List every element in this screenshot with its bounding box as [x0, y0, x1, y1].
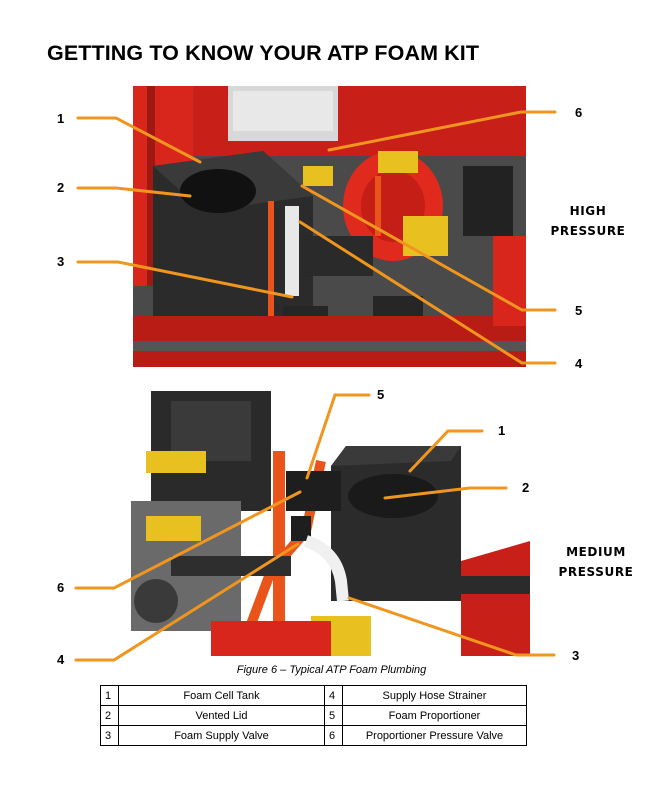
medium-pressure-label-line-2: PRESSURE: [558, 565, 634, 579]
callout-line-5-high: [300, 184, 557, 312]
medium-pressure-label-line-1: MEDIUM: [566, 545, 626, 559]
part-name: Foam Supply Valve: [118, 725, 325, 746]
high-pressure-label: HIGH PRESSURE: [538, 201, 638, 241]
table-row: 2 Vented Lid 5 Foam Proportioner: [100, 705, 527, 726]
callout-number-2-medium: 2: [522, 480, 530, 495]
part-name: Supply Hose Strainer: [342, 685, 527, 706]
callout-number-1-medium: 1: [498, 423, 506, 438]
parts-table: 1 Foam Cell Tank 4 Supply Hose Strainer …: [100, 685, 527, 746]
high-pressure-label-line-1: HIGH: [569, 204, 607, 218]
table-row: 3 Foam Supply Valve 6 Proportioner Press…: [100, 725, 527, 746]
figure-caption: Figure 6 – Typical ATP Foam Plumbing: [236, 664, 427, 676]
callout-line-2-medium: [383, 486, 508, 500]
part-number: 1: [100, 685, 119, 706]
part-name: Vented Lid: [118, 705, 325, 726]
callout-line-1-high: [76, 116, 202, 164]
callout-line-5-medium: [305, 393, 371, 480]
callout-line-3-high: [76, 260, 294, 299]
callout-number-3-medium: 3: [572, 648, 580, 663]
high-pressure-photo: [133, 86, 526, 367]
callout-number-4-medium: 4: [57, 652, 65, 667]
part-number: 2: [100, 705, 119, 726]
part-name: Proportioner Pressure Valve: [342, 725, 527, 746]
callout-number-5-high: 5: [575, 303, 583, 318]
callout-number-1-high: 1: [57, 111, 65, 126]
medium-pressure-photo: [131, 391, 530, 656]
callout-number-5-medium: 5: [377, 387, 385, 402]
callout-line-1-medium: [408, 429, 484, 473]
part-number: 6: [324, 725, 343, 746]
callout-line-6-medium: [74, 490, 302, 590]
page-title: GETTING TO KNOW YOUR ATP FOAM KIT: [47, 41, 480, 65]
part-name: Foam Proportioner: [342, 705, 527, 726]
part-number: 4: [324, 685, 343, 706]
part-number: 5: [324, 705, 343, 726]
callout-line-2-high: [76, 186, 192, 198]
callout-number-2-high: 2: [57, 180, 65, 195]
callout-number-4-high: 4: [575, 356, 583, 371]
part-number: 3: [100, 725, 119, 746]
part-name: Foam Cell Tank: [118, 685, 325, 706]
callout-line-4-medium: [74, 542, 300, 662]
callout-line-6-high: [327, 110, 557, 152]
table-row: 1 Foam Cell Tank 4 Supply Hose Strainer: [100, 685, 527, 706]
callout-number-6-high: 6: [575, 105, 583, 120]
callout-line-4-high: [298, 220, 557, 365]
callout-number-6-medium: 6: [57, 580, 65, 595]
callout-number-3-high: 3: [57, 254, 65, 269]
high-pressure-label-line-2: PRESSURE: [550, 224, 626, 238]
medium-pressure-label: MEDIUM PRESSURE: [544, 542, 648, 582]
callout-line-3-medium: [347, 596, 556, 657]
